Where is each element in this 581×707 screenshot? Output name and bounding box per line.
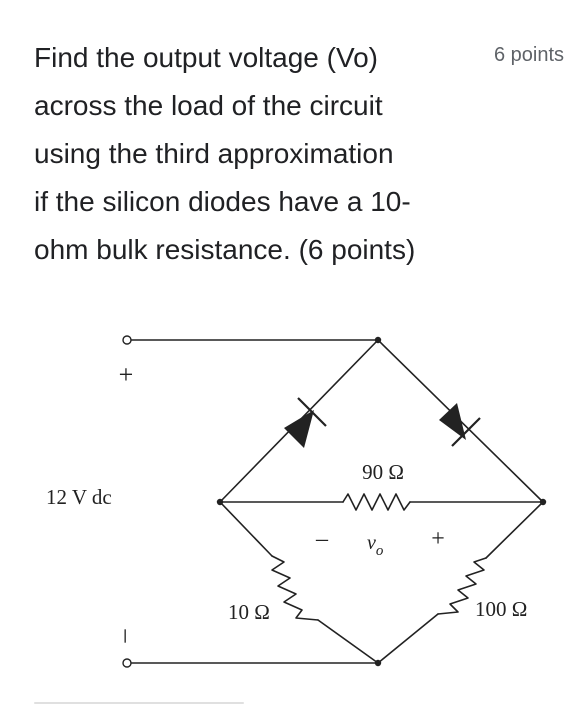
wire-lower-left-b [317,619,379,664]
vo-minus-label: – [315,526,329,552]
question-line-1: Find the output voltage (Vo) [34,42,378,73]
points-badge: 6 points [494,44,565,66]
resistor-90-label: 90 Ω [362,460,404,484]
question-line-4: if the silicon diodes have a 10- [34,186,411,217]
wire-lower-right-b [377,613,439,664]
resistor-10-label: 10 Ω [228,600,270,624]
source-plus-label: + [119,360,134,389]
question-line-3: using the third approximation [34,138,394,169]
question-line-2: across the load of the circuit [34,90,383,121]
bottom-divider [34,702,244,704]
node-right [539,498,547,506]
diode-right-icon [439,403,481,447]
source-voltage-label: 12 V dc [46,485,112,509]
node-left [216,498,224,506]
resistor-10-zigzag [271,555,319,621]
node-top [374,336,382,344]
terminal-bottom [122,658,132,668]
vo-symbol: v [367,532,376,554]
question-text: Find the output voltage (Vo) across the … [34,34,484,274]
resistor-90-zigzag [342,493,411,511]
terminal-top [122,335,132,345]
node-bottom [374,659,382,667]
source-minus-label: – [113,629,142,644]
circuit-diagram: + – 12 V dc 90 Ω 10 Ω 100 Ω – vo + [46,335,547,668]
vo-subscript: o [376,543,384,559]
vo-label: vo [367,532,384,559]
resistor-100-label: 100 Ω [475,597,527,621]
vo-plus-label: + [431,526,445,552]
diode-left-icon [284,397,327,448]
question-line-5: ohm bulk resistance. (6 points) [34,234,416,265]
resistor-100-zigzag [437,557,487,615]
wire-lower-left-a [219,501,273,557]
wire-lower-right-a [485,501,544,559]
